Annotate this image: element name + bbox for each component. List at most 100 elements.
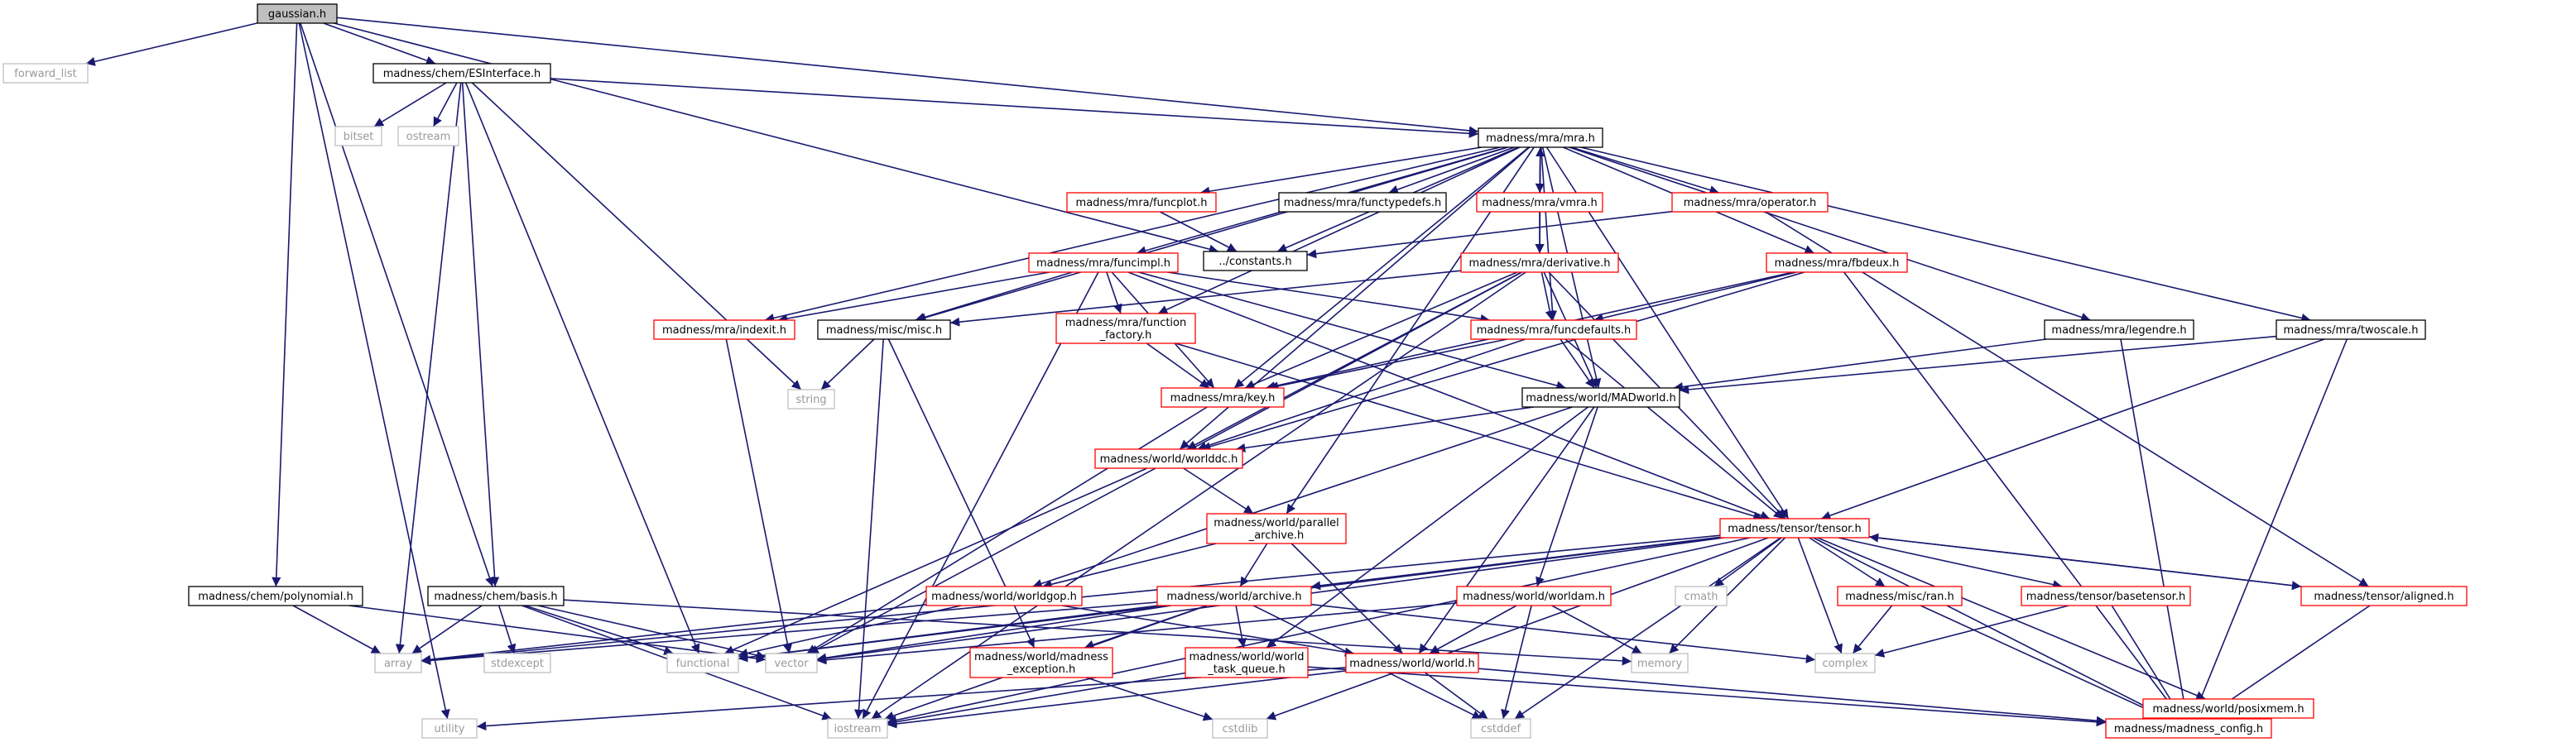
node-funcimpl[interactable]: madness/mra/funcimpl.h: [1028, 252, 1179, 273]
node-fbdeux[interactable]: madness/mra/fbdeux.h: [1766, 252, 1908, 273]
node-box-misc: [817, 319, 951, 340]
edge-madworld-to-worldam: [1536, 406, 1598, 587]
node-key[interactable]: madness/mra/key.h: [1161, 387, 1285, 408]
edge-madworld-to-world_task_queue: [1266, 406, 1589, 649]
edge-funcimpl-to-funcdefaults: [1167, 271, 1490, 323]
node-label-iostream: iostream: [834, 723, 881, 735]
node-basis[interactable]: madness/chem/basis.h: [427, 586, 565, 606]
node-function_factory[interactable]: madness/mra/function_factory.h: [1055, 313, 1196, 344]
edge-worldam-to-cstddef: [1501, 605, 1532, 720]
node-label-legendre: madness/mra/legendre.h: [2051, 324, 2186, 337]
edge-esinterface-to-functional: [464, 82, 700, 654]
edge-tensor-to-cstddef: [1514, 537, 1781, 720]
node-box-vector: [765, 653, 818, 673]
node-basetensor[interactable]: madness/tensor/basetensor.h: [2021, 586, 2191, 606]
node-constants[interactable]: ../constants.h: [1203, 251, 1308, 271]
node-indexit[interactable]: madness/mra/indexit.h: [653, 319, 795, 340]
node-label-worldam: madness/world/worldam.h: [1463, 591, 1605, 603]
node-box-iostream: [827, 718, 888, 739]
node-functypedefs[interactable]: madness/mra/functypedefs.h: [1278, 192, 1447, 213]
node-madworld[interactable]: madness/world/MADworld.h: [1521, 387, 1680, 408]
node-label-functypedefs: madness/mra/functypedefs.h: [1284, 197, 1442, 209]
edge-archive-to-world_task_queue: [1235, 605, 1247, 649]
edge-mra-to-misc: [916, 146, 1508, 323]
node-operator[interactable]: madness/mra/operator.h: [1671, 192, 1829, 213]
node-tensor[interactable]: madness/tensor/tensor.h: [1719, 518, 1870, 539]
node-madness_exception[interactable]: madness/world/madness_exception.h: [969, 647, 1113, 678]
edge-esinterface-to-bitset: [373, 82, 447, 127]
edge-basis-to-vector: [537, 605, 767, 660]
edge-madworld-to-worlddc: [1235, 406, 1535, 453]
edge-derivative-to-key: [1244, 271, 1518, 389]
node-twoscale[interactable]: madness/mra/twoscale.h: [2276, 319, 2426, 340]
edge-function_factory-to-tensor: [1175, 342, 1763, 521]
node-worldgop[interactable]: madness/world/worldgop.h: [925, 586, 1083, 606]
edge-mra-to-funcdefaults: [1540, 146, 1558, 321]
edge-gaussian-to-utility: [298, 22, 450, 720]
edge-funcdefaults-to-worlddc: [1197, 338, 1526, 451]
node-polynomial[interactable]: madness/chem/polynomial.h: [188, 586, 363, 606]
node-misc[interactable]: madness/misc/misc.h: [817, 319, 951, 340]
node-box-twoscale: [2276, 319, 2426, 340]
edge-misc-to-iostream: [853, 338, 884, 720]
node-derivative[interactable]: madness/mra/derivative.h: [1460, 252, 1619, 273]
node-complex: complex: [1814, 653, 1876, 673]
node-box-function_factory: [1055, 313, 1196, 344]
node-label-cstddef: cstddef: [1481, 723, 1521, 735]
node-utility: utility: [421, 718, 478, 739]
node-label-archive: madness/world/archive.h: [1166, 591, 1301, 603]
node-label-basis: madness/chem/basis.h: [434, 591, 557, 603]
node-label-world_task_queue: madness/world/world: [1189, 651, 1304, 663]
node-legendre[interactable]: madness/mra/legendre.h: [2044, 319, 2194, 340]
edge-worldam-to-memory: [1551, 605, 1642, 654]
node-world_task_queue[interactable]: madness/world/world_task_queue.h: [1185, 647, 1309, 678]
edge-mra-to-twoscale: [1580, 146, 2311, 323]
edge-worlddc-to-functional: [723, 467, 1148, 654]
node-worlddc[interactable]: madness/world/worlddc.h: [1094, 448, 1243, 469]
node-esinterface[interactable]: madness/chem/ESInterface.h: [372, 63, 551, 84]
node-ran[interactable]: madness/misc/ran.h: [1837, 586, 1963, 606]
edge-funcimpl-to-misc: [915, 271, 1073, 323]
edge-mra-to-funcplot: [1199, 146, 1483, 196]
node-box-stdexcept: [483, 653, 551, 673]
edge-mra-to-key: [1233, 146, 1530, 389]
node-mra[interactable]: madness/mra/mra.h: [1478, 127, 1603, 148]
edge-madness_exception-to-cstdlib: [1086, 677, 1214, 721]
node-label-functional: functional: [676, 658, 730, 670]
node-label-posixmem: madness/world/posixmem.h: [2152, 703, 2304, 716]
node-madness_config[interactable]: madness/madness_config.h: [2105, 718, 2272, 739]
edge-mra-to-legendre: [1569, 146, 2091, 322]
edge-mra-to-operator: [1571, 146, 1719, 195]
edge-esinterface-to-basis: [461, 82, 500, 587]
edge-esinterface-to-string: [471, 82, 802, 390]
node-aligned[interactable]: madness/tensor/aligned.h: [2300, 586, 2468, 606]
node-box-array: [374, 653, 422, 673]
node-funcplot[interactable]: madness/mra/funcplot.h: [1066, 192, 1217, 213]
node-funcdefaults[interactable]: madness/mra/funcdefaults.h: [1470, 319, 1637, 340]
node-box-parallel_archive: [1206, 513, 1347, 544]
node-box-archive: [1156, 586, 1312, 606]
node-label-funcimpl: madness/mra/funcimpl.h: [1036, 257, 1170, 270]
node-gaussian[interactable]: gaussian.h: [257, 3, 338, 24]
node-archive[interactable]: madness/world/archive.h: [1156, 586, 1312, 606]
edge-twoscale-to-madworld: [1679, 335, 2277, 395]
node-box-worldam: [1456, 586, 1612, 606]
edge-archive-to-array: [421, 601, 1158, 665]
node-posixmem[interactable]: madness/world/posixmem.h: [2142, 698, 2314, 719]
node-world[interactable]: madness/world/world.h: [1345, 653, 1479, 673]
edge-madworld-to-worldgop: [1032, 406, 1573, 588]
node-box-cstddef: [1470, 718, 1531, 739]
edge-worldgop-to-array: [421, 604, 927, 664]
node-label-funcplot: madness/mra/funcplot.h: [1076, 197, 1208, 209]
edge-legendre-to-madness_config: [2120, 338, 2190, 720]
node-worldam[interactable]: madness/world/worldam.h: [1456, 586, 1612, 606]
edge-twoscale-to-tensor: [1820, 338, 2325, 520]
edge-funcdefaults-to-key: [1268, 338, 1508, 391]
node-parallel_archive[interactable]: madness/world/parallel_archive.h: [1206, 513, 1347, 544]
node-label-memory: memory: [1637, 658, 1683, 670]
edge-funcimpl-to-madworld: [1138, 271, 1566, 390]
node-label-parallel_archive: _archive.h: [1248, 529, 1305, 542]
node-vmra[interactable]: madness/mra/vmra.h: [1476, 192, 1603, 213]
edge-basetensor-to-complex: [1874, 605, 2069, 658]
